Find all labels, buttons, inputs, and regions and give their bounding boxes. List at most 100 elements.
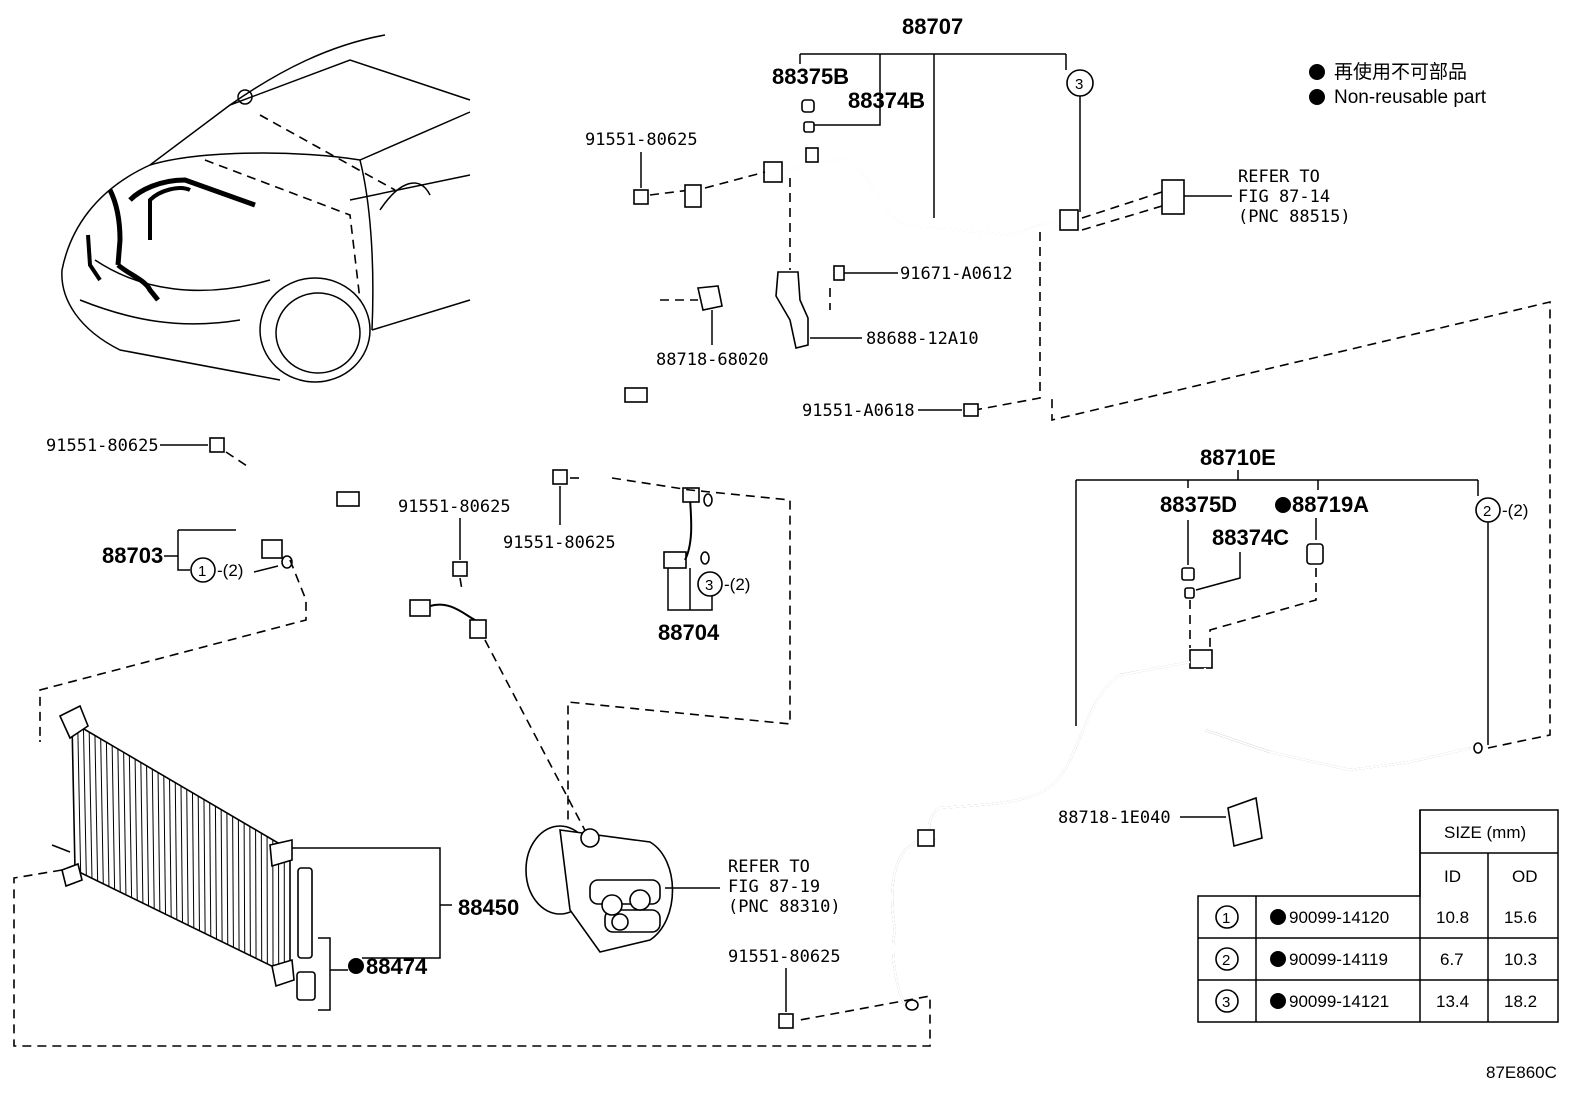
switch-88719A: [1306, 543, 1324, 565]
clamp-88718-68020: [697, 285, 723, 311]
bolt-91551-mid2: [552, 469, 568, 485]
circle-1: 1: [198, 563, 206, 580]
circle-2-suffix: -(2): [1502, 501, 1528, 520]
assembly-88703: 91551-80625 88703 1 -(2) 91551-80625: [39, 436, 591, 841]
label-91551-A0618: 91551-A0618: [802, 401, 915, 421]
circle-2: 2: [1483, 503, 1491, 520]
circle-3-suffix: -(2): [724, 575, 750, 594]
condenser-fin: [203, 799, 206, 934]
table-row-bullet: [1270, 951, 1286, 967]
label-91551-mid2: 91551-80625: [503, 533, 616, 553]
fitting-88710E: [1189, 649, 1213, 669]
connector-88515: [1161, 179, 1185, 215]
table-row-od: 10.3: [1504, 950, 1537, 969]
condenser-fin: [191, 792, 195, 929]
table-row-od: 18.2: [1504, 992, 1537, 1011]
table-row-ref-marker: [1215, 905, 1239, 929]
label-88375D: 88375D: [1160, 492, 1237, 517]
table-header-size: SIZE (mm): [1444, 823, 1526, 842]
label-88710E: 88710E: [1200, 445, 1276, 470]
sleeve-88703: [336, 491, 360, 507]
clamp-88718-1E040: [1227, 796, 1263, 848]
refer1-line3: (PNC 88515): [1238, 207, 1351, 227]
table-row-part: 90099-14120: [1289, 908, 1389, 927]
label-88707: 88707: [902, 14, 963, 39]
label-88374C: 88374C: [1212, 525, 1289, 550]
label-88474: 88474: [366, 954, 428, 979]
refer1-line2: FIG 87-14: [1238, 187, 1330, 207]
condenser-fin: [77, 725, 82, 873]
table-row-ref: 3: [1222, 994, 1230, 1011]
table-row-part: 90099-14119: [1289, 950, 1388, 969]
condenser-fin: [146, 765, 150, 906]
table-row-id: 6.7: [1440, 950, 1464, 969]
bolt-91671: [833, 265, 845, 281]
size-table: SIZE (mm) ID OD 1 90099-14120 10.8 15.6 …: [1197, 809, 1559, 1023]
table-row-part: 90099-14121: [1289, 992, 1389, 1011]
condenser-fin: [214, 806, 217, 940]
fitting-88703-right: [469, 619, 487, 639]
fitting-88707-right: [1059, 209, 1079, 231]
label-88374B: 88374B: [848, 88, 925, 113]
condenser-fin: [94, 735, 99, 882]
fitting-88704-top: [684, 184, 702, 208]
bullet-88474: [348, 958, 364, 974]
bracket-88688: [775, 271, 809, 349]
legend-line-2: Non-reusable part: [1334, 87, 1487, 108]
condenser-fin: [163, 775, 167, 915]
label-88704: 88704: [658, 620, 720, 645]
circle-3-a: 3: [1075, 76, 1083, 93]
oring-3-marker: [1066, 69, 1094, 97]
condenser-fin: [197, 796, 200, 931]
refer2-line1: REFER TO: [728, 857, 810, 877]
label-88375B: 88375B: [772, 64, 849, 89]
circle-3-b: 3: [705, 577, 713, 594]
table-row-ref-marker: [1215, 989, 1239, 1013]
fitting-88704-bottom: [663, 551, 687, 569]
table-row-bullet: [1270, 909, 1286, 925]
service-port-88707: [805, 147, 819, 163]
table-row-ref: 2: [1222, 952, 1230, 969]
condenser-fin: [88, 732, 93, 879]
legend-bullet-1: [1309, 64, 1325, 80]
condenser-88450: 88450 88474: [13, 704, 931, 1047]
compressor-88310: REFER TO FIG 87-19 (PNC 88310): [525, 825, 841, 953]
condenser-fin: [140, 762, 144, 904]
refer1-line1: REFER TO: [1238, 167, 1320, 187]
condenser-fin: [174, 782, 178, 920]
condenser-fin: [151, 769, 155, 909]
table-row-id: 10.8: [1436, 908, 1469, 927]
table-row-ref: 1: [1222, 910, 1230, 927]
condenser-fin: [243, 823, 246, 953]
condenser-fin: [117, 748, 121, 893]
assembly-88707: 88707 88375B 88374B 3 91671-A0612 88688-…: [763, 14, 1351, 421]
label-88688-12A10: 88688-12A10: [866, 329, 979, 349]
condenser-fin: [226, 812, 229, 945]
core-88374B: [803, 121, 815, 133]
condenser-fin: [157, 772, 161, 912]
label-91551-mid: 91551-80625: [398, 497, 511, 517]
legend-bullet-2: [1309, 89, 1325, 105]
fitting-88703-left: [261, 539, 283, 559]
oring-3-88704-marker: [697, 571, 723, 597]
label-91551-top: 91551-80625: [585, 130, 698, 150]
condenser-fin: [220, 809, 223, 942]
sleeve-88704: [624, 387, 648, 403]
fitting-88704-mid: [682, 487, 700, 503]
bullet-88719A: [1275, 497, 1291, 513]
condenser-fin: [180, 785, 183, 923]
table-header-id: ID: [1444, 867, 1461, 886]
condenser-fin: [186, 789, 189, 926]
bolt-91551-left: [209, 437, 225, 453]
label-88719A: 88719A: [1292, 492, 1369, 517]
plug-88474: [296, 971, 316, 1001]
condenser-fin: [232, 816, 234, 948]
fitting-88710E-end: [917, 829, 935, 847]
desiccant-88474: [297, 867, 313, 959]
bolt-91551-mid: [452, 561, 468, 577]
condenser-fin: [209, 802, 212, 937]
cap-88375D: [1181, 567, 1195, 581]
bolt-91551-A0618: [963, 403, 979, 417]
condenser-fin: [82, 728, 87, 876]
legend-line-1: 再使用不可部品: [1334, 61, 1467, 83]
